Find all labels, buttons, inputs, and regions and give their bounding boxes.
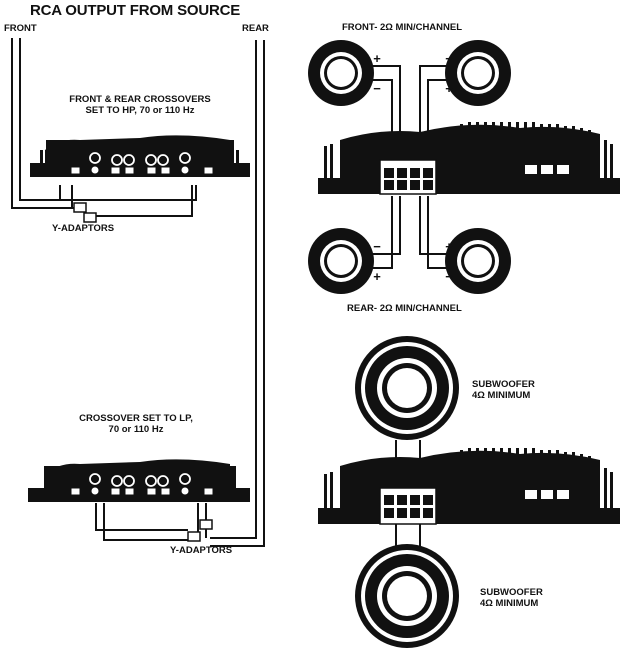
label-crossover-lp: CROSSOVER SET TO LP, 70 or 110 Hz <box>56 413 216 436</box>
diagram-title: RCA OUTPUT FROM SOURCE <box>30 2 241 19</box>
label-rear-channel: REAR- 2Ω MIN/CHANNEL <box>347 303 462 314</box>
speaker-rear-left <box>308 228 374 294</box>
front-rear-xover-line1: FRONT & REAR CROSSOVERS <box>69 94 211 105</box>
pol-rr-plus: + <box>445 239 453 254</box>
label-subwoofer-top: SUBWOOFER 4Ω MINIMUM <box>472 379 535 402</box>
speaker-front-left <box>308 40 374 106</box>
y-adaptor-top <box>73 202 97 223</box>
label-front: FRONT <box>4 23 37 34</box>
pol-rl-minus: − <box>373 239 381 254</box>
speaker-wires-front-rear <box>366 65 446 269</box>
amplifier-small-bottom <box>28 459 250 502</box>
label-y-adaptors-top: Y-ADAPTORS <box>52 223 115 234</box>
label-front-rear-crossovers: FRONT & REAR CROSSOVERS SET TO HP, 70 or… <box>60 94 220 117</box>
pol-fl-minus: − <box>373 81 381 96</box>
sub-bottom-line2: 4Ω MINIMUM <box>480 597 539 609</box>
amplifier-large-top <box>318 122 620 195</box>
pol-fl-plus: + <box>373 51 381 66</box>
polarity-marks: + − − + − + + − <box>373 51 453 284</box>
y-adaptor-bottom <box>187 519 213 542</box>
rca-cables <box>11 38 265 547</box>
front-rear-xover-line2: SET TO HP, 70 or 110 Hz <box>85 104 195 116</box>
subwoofer-top <box>355 336 459 440</box>
label-y-adaptors-bottom: Y-ADAPTORS <box>170 545 233 556</box>
subwoofer-bottom <box>355 544 459 648</box>
xover-lp-line2: 70 or 110 Hz <box>108 423 164 435</box>
pol-fr-plus: + <box>445 81 453 96</box>
amplifier-small-top <box>30 135 250 177</box>
pol-rl-plus: + <box>373 269 381 284</box>
amplifier-large-bottom <box>318 448 620 525</box>
sub-top-line2: 4Ω MINIMUM <box>472 389 531 401</box>
pol-fr-minus: − <box>445 51 453 66</box>
label-front-channel: FRONT- 2Ω MIN/CHANNEL <box>342 22 463 33</box>
sub-bottom-line1: SUBWOOFER <box>480 587 543 598</box>
sub-top-line1: SUBWOOFER <box>472 379 535 390</box>
label-subwoofer-bottom: SUBWOOFER 4Ω MINIMUM <box>480 587 543 610</box>
label-rear: REAR <box>242 23 269 34</box>
xover-lp-line1: CROSSOVER SET TO LP, <box>79 413 193 424</box>
speaker-rear-right <box>445 228 511 294</box>
pol-rr-minus: − <box>445 269 453 284</box>
speaker-front-right <box>445 40 511 106</box>
